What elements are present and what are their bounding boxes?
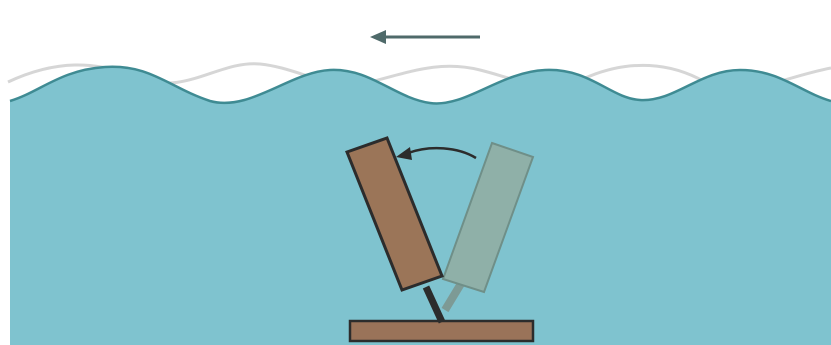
wave-direction-arrow bbox=[370, 30, 480, 44]
seafloor-base-plate bbox=[350, 321, 533, 341]
water-body bbox=[10, 67, 831, 345]
